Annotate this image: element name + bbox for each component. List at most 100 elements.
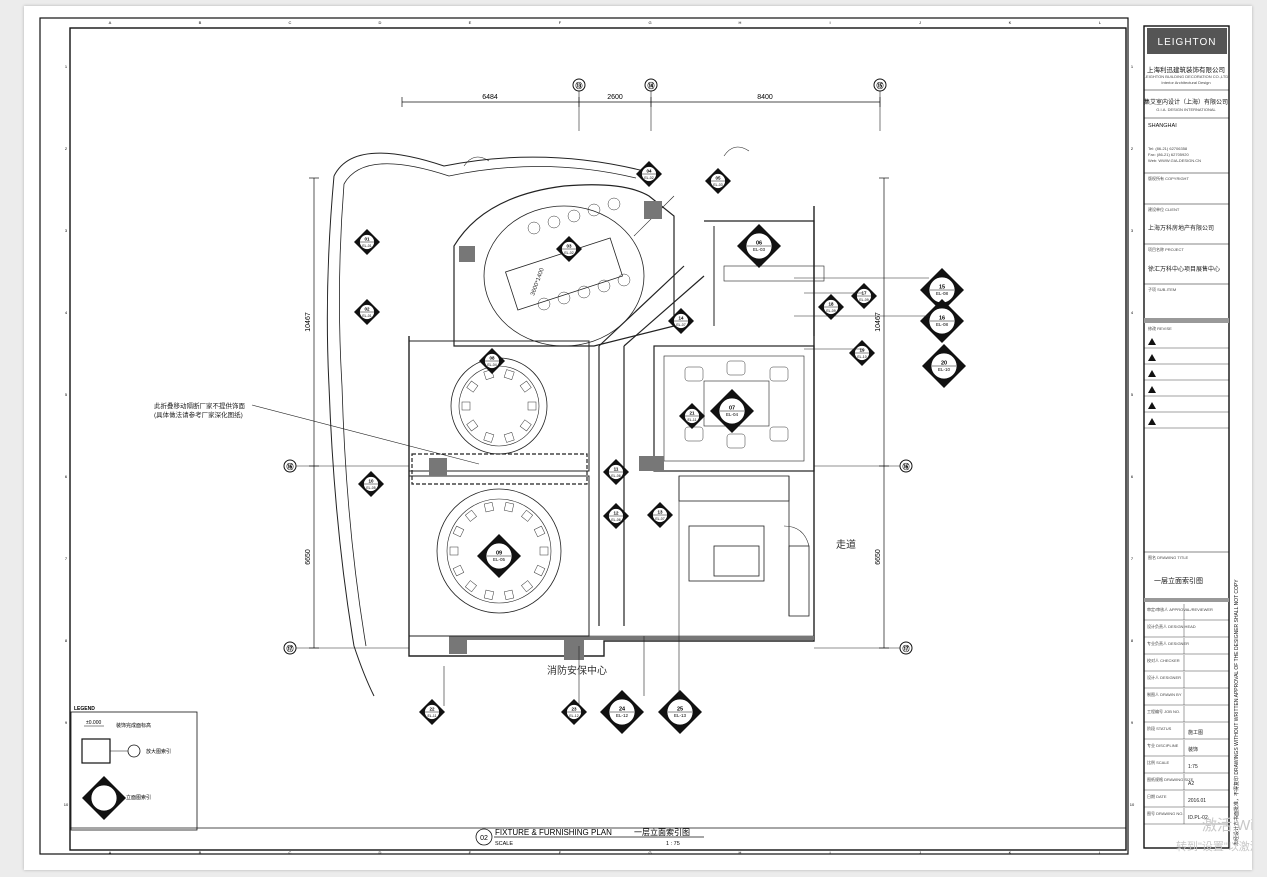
border-number: 2	[65, 146, 68, 151]
tb-copyright-label: 版权所有 COPYRIGHT	[1148, 175, 1189, 181]
tb-row-label: 专业负责人 DESIGNER	[1147, 640, 1189, 646]
tb-row-label: 阶段 STATUS	[1147, 725, 1172, 731]
tb-row-value: A2	[1188, 781, 1194, 787]
sofa	[769, 426, 789, 442]
chair	[577, 285, 591, 299]
sofa	[769, 366, 789, 382]
marker-sheet: EL-02	[564, 251, 573, 255]
tb-row-label: 工程编号 JOB NO.	[1147, 708, 1180, 714]
border-letter: K	[1009, 850, 1012, 855]
revise-triangle	[1148, 338, 1156, 345]
border-letter: G	[648, 20, 651, 25]
legend-detail-text: 放大图索引	[146, 748, 171, 755]
border-number: 6	[1131, 474, 1134, 479]
border-letter: G	[648, 850, 651, 855]
tb-contact-3: Web: WWW.GIA-DESIGN.CN	[1148, 158, 1201, 163]
revise-triangle	[1148, 386, 1156, 393]
footer-title-en: FIXTURE & FURNISHING PLAN	[495, 828, 612, 837]
structural-columns	[429, 201, 664, 660]
watermark-line-2: 转到"设置"以激活 Windows。	[1176, 839, 1252, 853]
marker-number: 04	[646, 169, 652, 174]
room-label-corridor: 走道	[836, 538, 856, 551]
marker-sheet: EL-09	[826, 309, 835, 313]
note-leader-line	[251, 404, 480, 465]
grid-bubble-label: ⑬	[576, 81, 583, 90]
chair	[587, 203, 601, 217]
chair	[617, 273, 631, 287]
marker-number: 23	[571, 707, 577, 712]
chair	[521, 580, 534, 593]
marker-sheet: EL-02	[644, 176, 653, 180]
grid-bubble-label: ⑰	[903, 644, 910, 653]
chair	[557, 291, 571, 305]
marker-leaders	[643, 277, 929, 696]
chair	[607, 197, 621, 211]
grid-bubble-label: ⑯	[903, 462, 910, 471]
tb-revise-label: 修改 REVISE	[1148, 325, 1172, 331]
grid-bubble-17-left: ⑰	[283, 641, 297, 655]
watermark-line-1: 激活 Windows	[1202, 817, 1252, 834]
marker-sheet: EL-01	[362, 314, 371, 318]
room-label-fire-center: 消防安保中心	[547, 664, 607, 677]
legend-box	[70, 711, 198, 831]
border-letter: D	[379, 20, 382, 25]
border-number: 2	[1131, 146, 1134, 151]
marker-sheet: EL-04	[487, 363, 496, 367]
note-line-1: 此折叠移动隔断厂家不提供饰面	[154, 401, 246, 410]
note-line-2: (具体做法请参考厂家深化图纸)	[154, 410, 243, 419]
chair	[464, 580, 477, 593]
chair	[503, 502, 515, 513]
border-letter: K	[1009, 20, 1012, 25]
tb-client-label: 建设单位 CLIENT	[1148, 206, 1180, 212]
border-number: 6	[65, 474, 68, 479]
chair	[449, 546, 459, 556]
border-letter: F	[559, 850, 562, 855]
border-number: 5	[65, 392, 68, 397]
tb-city: SHANGHAI	[1148, 123, 1177, 129]
chair	[519, 380, 532, 393]
border-letter: B	[199, 850, 202, 855]
border-letter: J	[919, 850, 921, 855]
border-number: 3	[65, 228, 68, 233]
marker-sheet: EL-04	[726, 412, 739, 417]
tb-drawing-title: 一层立面索引图	[1154, 576, 1203, 585]
tb-row-value: 2016.01	[1188, 798, 1206, 804]
dim-top-3: 8400	[757, 94, 773, 101]
tb-contact-2: Fax: (86-21) 62705920	[1148, 152, 1189, 157]
marker-number: 09	[496, 551, 502, 557]
marker-number: 03	[566, 244, 572, 249]
marker-number: 22	[429, 707, 435, 712]
marker-number: 18	[828, 302, 834, 307]
legend-level-text: 装饰完成面标高	[116, 722, 151, 729]
border-number: 7	[1131, 556, 1134, 561]
marker-sheet: EL-12	[616, 713, 629, 718]
border-letter: F	[559, 20, 562, 25]
marker-number: 16	[939, 316, 945, 322]
chair	[464, 509, 477, 522]
marker-number: 15	[939, 285, 945, 291]
chair	[452, 525, 465, 538]
marker-sheet: EL-09	[859, 298, 868, 302]
dimension-lines	[309, 97, 889, 649]
sofa	[726, 433, 746, 449]
chair	[519, 419, 532, 432]
dim-right-1: 10467	[875, 312, 882, 332]
marker-number: 12	[613, 511, 619, 516]
border-letter: A	[109, 850, 112, 855]
marker-number: 05	[715, 176, 721, 181]
marker-number: 20	[941, 361, 947, 367]
sheet-outer-border	[39, 17, 1129, 855]
border-letter: H	[739, 20, 742, 25]
chair	[567, 209, 581, 223]
tb-vertical-note: 未经设计方书面批准，不得复印 DRAWINGS WITHOUT WRITTEN …	[1233, 579, 1240, 846]
marker-sheet: EL-08	[936, 291, 949, 296]
marker-number: 02	[364, 307, 370, 312]
